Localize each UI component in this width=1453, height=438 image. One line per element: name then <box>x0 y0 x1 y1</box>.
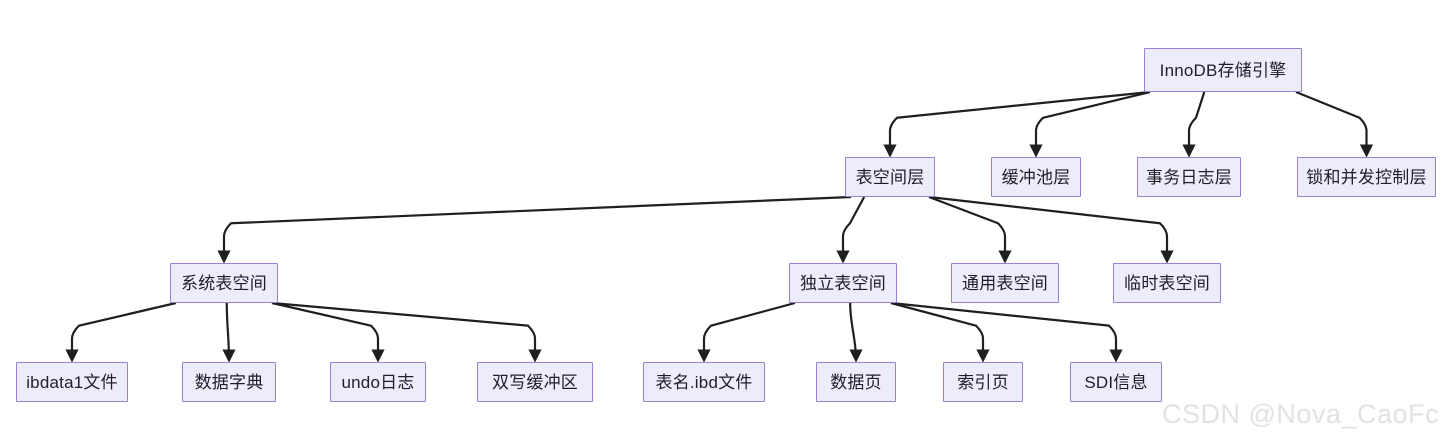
node-redolog[interactable]: 事务日志层 <box>1137 157 1241 197</box>
node-temptbs[interactable]: 临时表空间 <box>1113 263 1221 303</box>
edge-tbs-to-filetbs <box>836 196 866 264</box>
watermark: CSDN @Nova_CaoFc <box>1162 399 1439 429</box>
node-label-gentbs: 通用表空间 <box>962 273 1048 293</box>
node-pool[interactable]: 缓冲池层 <box>991 157 1081 197</box>
edge-root-to-pool <box>1029 90 1151 158</box>
node-label-datapage: 数据页 <box>830 372 882 392</box>
node-label-redolog: 事务日志层 <box>1146 167 1232 187</box>
node-lock[interactable]: 锁和并发控制层 <box>1297 157 1436 197</box>
node-label-sdi: SDI信息 <box>1084 372 1148 392</box>
node-datapage[interactable]: 数据页 <box>816 362 896 402</box>
node-label-dblwr: 双写缓冲区 <box>492 372 578 392</box>
node-label-indexpage: 索引页 <box>957 372 1009 392</box>
node-label-dict: 数据字典 <box>194 372 264 392</box>
node-label-undo: undo日志 <box>341 372 415 392</box>
edge-systbs-to-ibdata <box>65 301 177 363</box>
node-label-lock: 锁和并发控制层 <box>1306 167 1427 187</box>
node-label-pool: 缓冲池层 <box>1001 167 1071 187</box>
node-indexpage[interactable]: 索引页 <box>943 362 1023 402</box>
edge-tbs-to-temptbs <box>928 195 1174 264</box>
edge-systbs-to-undo <box>271 301 385 363</box>
node-label-ibd: 表名.ibd文件 <box>655 372 753 392</box>
edge-systbs-to-dict <box>222 302 236 363</box>
edge-root-to-lock <box>1295 90 1374 158</box>
node-label-ibdata: ibdata1文件 <box>26 372 118 392</box>
edge-tbs-to-gentbs <box>928 195 1012 264</box>
edge-tbs-to-systbs <box>217 195 852 264</box>
edge-root-to-tbs <box>883 90 1151 158</box>
node-dict[interactable]: 数据字典 <box>182 362 276 402</box>
node-label-systbs: 系统表空间 <box>181 273 267 293</box>
node-root[interactable]: InnoDB存储引擎 <box>1144 48 1302 92</box>
node-ibd[interactable]: 表名.ibd文件 <box>643 362 765 402</box>
node-filetbs[interactable]: 独立表空间 <box>789 263 897 303</box>
node-gentbs[interactable]: 通用表空间 <box>951 263 1059 303</box>
node-dblwr[interactable]: 双写缓冲区 <box>477 362 593 402</box>
node-sdi[interactable]: SDI信息 <box>1070 362 1162 402</box>
edge-root-to-redolog <box>1182 91 1206 158</box>
edge-filetbs-to-sdi <box>890 301 1123 363</box>
edge-filetbs-to-indexpage <box>890 301 990 363</box>
edge-systbs-to-dblwr <box>271 301 542 363</box>
edges-group <box>65 90 1374 363</box>
node-ibdata[interactable]: ibdata1文件 <box>16 362 128 402</box>
node-label-filetbs: 独立表空间 <box>800 273 886 293</box>
node-tbs[interactable]: 表空间层 <box>845 157 935 197</box>
edge-filetbs-to-ibd <box>697 301 796 363</box>
node-label-temptbs: 临时表空间 <box>1124 273 1210 293</box>
node-label-tbs: 表空间层 <box>855 167 925 187</box>
edge-filetbs-to-datapage <box>849 302 863 363</box>
node-label-root: InnoDB存储引擎 <box>1159 60 1287 80</box>
node-undo[interactable]: undo日志 <box>330 362 426 402</box>
node-systbs[interactable]: 系统表空间 <box>170 263 278 303</box>
